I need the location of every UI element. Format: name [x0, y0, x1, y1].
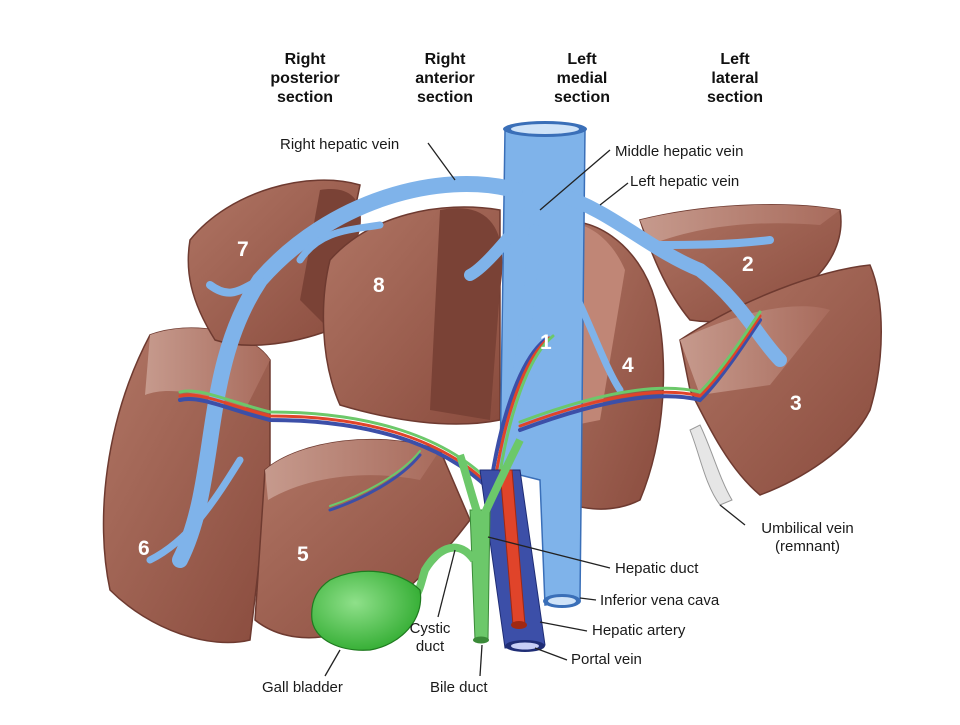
header-line: Right: [424, 51, 466, 68]
header-line: Right: [284, 51, 326, 68]
segment-number-4: 4: [622, 354, 634, 377]
header-left-medial-section: Left medial section: [522, 50, 642, 107]
segment-number-1: 1: [540, 331, 552, 354]
segment-8-lobe: [322, 206, 503, 425]
header-line: lateral: [711, 70, 759, 87]
segment-number-3: 3: [790, 392, 802, 415]
segment-3-lobe: [679, 264, 882, 496]
gall-bladder: [311, 570, 422, 651]
header-left-lateral-section: Left lateral section: [675, 50, 795, 107]
label-umbilical-vein: Umbilical vein (remnant): [745, 520, 870, 556]
label-middle-hepatic-vein: Middle hepatic vein: [615, 143, 744, 160]
label-hepatic-artery: Hepatic artery: [592, 622, 686, 639]
header-line: posterior: [270, 70, 340, 87]
segment-number-2: 2: [742, 253, 754, 276]
header-line: section: [416, 89, 473, 106]
header-line: section: [276, 89, 333, 106]
label-hepatic-duct: Hepatic duct: [615, 560, 699, 577]
header-line: anterior: [415, 70, 475, 87]
umbilical-vein-remnant: [689, 424, 733, 506]
header-line: section: [553, 89, 610, 106]
hepatic-veins: [146, 176, 787, 568]
label-gall-bladder: Gall bladder: [262, 679, 343, 696]
header-line: Left: [720, 51, 750, 68]
header-line: Left: [567, 51, 597, 68]
portal-triad-branches: [178, 310, 762, 512]
label-cystic-duct: Cystic duct: [400, 620, 460, 656]
header-line: section: [706, 89, 763, 106]
segment-number-7: 7: [237, 238, 249, 261]
label-bile-duct: Bile duct: [430, 679, 488, 696]
label-line: Cystic: [409, 620, 451, 637]
label-line: Umbilical vein: [761, 520, 854, 537]
header-right-posterior-section: Right posterior section: [245, 50, 365, 107]
segment-6-lobe: [102, 327, 271, 644]
label-portal-vein: Portal vein: [571, 651, 642, 668]
segment-number-6: 6: [138, 537, 150, 560]
label-line: duct: [415, 638, 445, 655]
label-left-hepatic-vein: Left hepatic vein: [630, 173, 740, 190]
header-line: medial: [556, 70, 608, 87]
leader-lines: [324, 142, 746, 677]
segment-number-8: 8: [373, 274, 385, 297]
label-line: (remnant): [774, 538, 841, 555]
segment-number-5: 5: [297, 543, 309, 566]
label-inferior-vena-cava: Inferior vena cava: [600, 592, 720, 609]
header-right-anterior-section: Right anterior section: [385, 50, 505, 107]
label-right-hepatic-vein: Right hepatic vein: [280, 136, 400, 153]
